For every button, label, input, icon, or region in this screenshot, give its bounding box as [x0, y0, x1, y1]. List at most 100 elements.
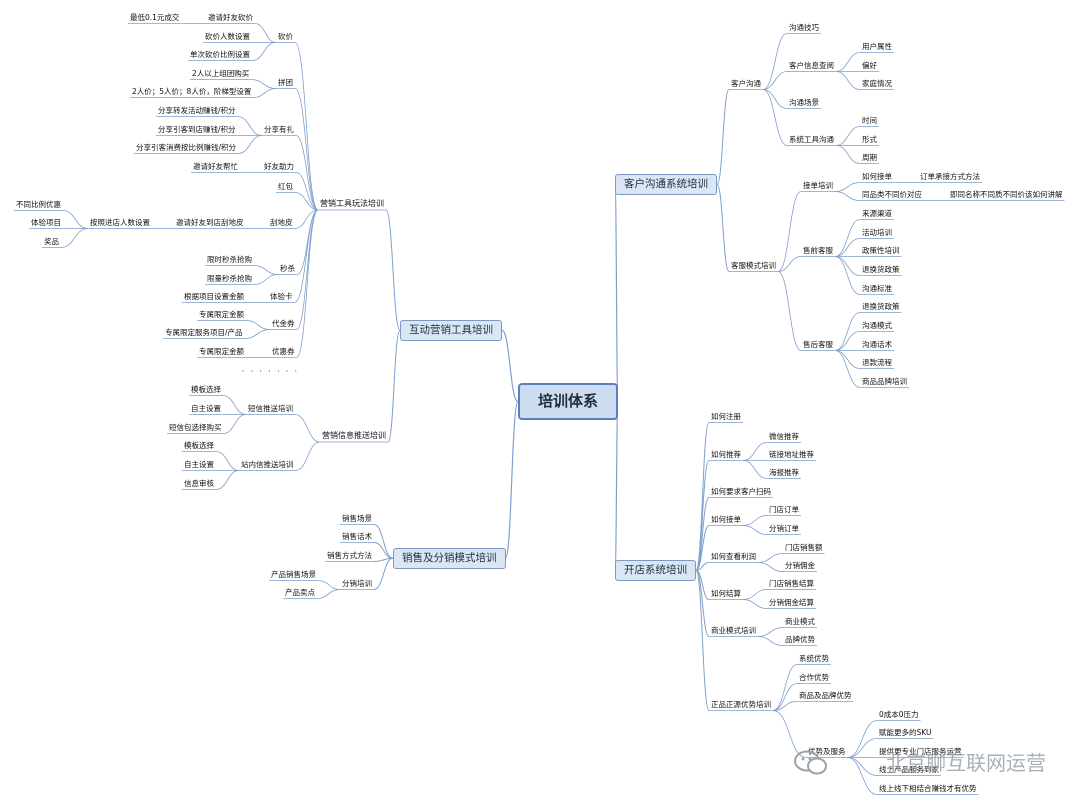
service-more-sku[interactable]: 赋能更多的SKU — [879, 728, 932, 737]
guadi-experience[interactable]: 体验项目 — [31, 218, 61, 227]
youhui-amount[interactable]: 专属限定金额 — [199, 347, 244, 356]
service-mode-node[interactable]: 客服模式培训 — [731, 261, 776, 270]
comm-system-tool[interactable]: 系统工具沟通 — [789, 135, 834, 144]
store-profit[interactable]: 如何查看利润 — [711, 552, 756, 561]
comm-scene[interactable]: 沟通场景 — [789, 98, 819, 107]
store-register[interactable]: 如何注册 — [711, 412, 741, 421]
sms-template[interactable]: 模板选择 — [191, 385, 221, 394]
customer-comm-node[interactable]: 客户沟通 — [731, 79, 761, 88]
presale-activity[interactable]: 活动培训 — [862, 228, 892, 237]
comm-info-query[interactable]: 客户信息查阅 — [789, 61, 834, 70]
sales-script[interactable]: 销售话术 — [342, 532, 372, 541]
business-brand[interactable]: 品牌优势 — [785, 635, 815, 644]
aftersale-refund[interactable]: 退款流程 — [862, 358, 892, 367]
service-store-ops[interactable]: 提供更专业门店服务运营 — [879, 747, 962, 756]
sales-method[interactable]: 销售方式方法 — [327, 551, 372, 560]
share-node[interactable]: 分享有礼 — [264, 125, 294, 134]
adv-system[interactable]: 系统优势 — [799, 654, 829, 663]
adv-product-brand[interactable]: 商品及品牌优势 — [799, 691, 852, 700]
share-to-store[interactable]: 分享引客到店赚钱/积分 — [158, 125, 236, 134]
order-same-category-detail[interactable]: 即同名称不同质不同价该如何讲解 — [950, 190, 1063, 199]
tool-period[interactable]: 周期 — [862, 153, 877, 162]
adv-service-node[interactable]: 优势及服务 — [808, 747, 846, 756]
comm-skills[interactable]: 沟通技巧 — [789, 23, 819, 32]
sms-node[interactable]: 短信推送培训 — [248, 404, 293, 413]
store-settle[interactable]: 如何结算 — [711, 589, 741, 598]
sms-custom[interactable]: 自主设置 — [191, 404, 221, 413]
presale-return[interactable]: 退换货政策 — [862, 265, 900, 274]
daijin-node[interactable]: 代金券 — [272, 319, 295, 328]
adv-cooperation[interactable]: 合作优势 — [799, 673, 829, 682]
promote-wechat[interactable]: 微信推荐 — [769, 432, 799, 441]
guadi-invite[interactable]: 邀请好友到店刮地皮 — [176, 218, 244, 227]
order-how-detail[interactable]: 订单承接方式方法 — [920, 172, 980, 181]
daijin-service[interactable]: 专属限定服务项目/产品 — [165, 328, 243, 337]
settle-commission[interactable]: 分销佣金结算 — [769, 598, 814, 607]
help-node[interactable]: 好友助力 — [264, 162, 294, 171]
promote-poster[interactable]: 海报推荐 — [769, 468, 799, 477]
dist-selling-point[interactable]: 产品卖点 — [285, 588, 315, 597]
order-how[interactable]: 如何接单 — [862, 172, 892, 181]
pintuan-group[interactable]: 2人以上组团购买 — [192, 69, 250, 78]
root-node[interactable]: 培训体系 — [518, 383, 619, 420]
aftersale-mode[interactable]: 沟通模式 — [862, 321, 892, 330]
inbox-custom[interactable]: 自主设置 — [184, 460, 214, 469]
service-home-delivery[interactable]: 线上产品服务到家 — [879, 765, 939, 774]
promote-link[interactable]: 链接地址推荐 — [769, 450, 814, 459]
branch-store-system[interactable]: 开店系统培训 — [615, 560, 696, 581]
tool-time[interactable]: 时间 — [862, 116, 877, 125]
store-scan[interactable]: 如何要求客户扫码 — [711, 487, 771, 496]
profit-sales[interactable]: 门店销售额 — [785, 543, 823, 552]
store-promote[interactable]: 如何推荐 — [711, 450, 741, 459]
kanjia-node[interactable]: 砍价 — [278, 32, 293, 41]
guadi-node[interactable]: 刮地皮 — [270, 218, 293, 227]
service-zero-cost[interactable]: 0成本0压力 — [879, 710, 919, 719]
aftersale-brand[interactable]: 商品品牌培训 — [862, 377, 907, 386]
settle-sales[interactable]: 门店销售结算 — [769, 579, 814, 588]
share-consume[interactable]: 分享引客消费按比例赚钱/积分 — [136, 143, 237, 152]
kanjia-invite[interactable]: 邀请好友砍价 — [208, 13, 253, 22]
info-user-attr[interactable]: 用户属性 — [862, 42, 892, 51]
guadi-prize[interactable]: 奖品 — [44, 237, 59, 246]
sms-package[interactable]: 短信包选择购买 — [169, 423, 222, 432]
hongbao-node[interactable]: 红包 — [278, 182, 293, 191]
aftersale-node[interactable]: 售后客服 — [803, 340, 833, 349]
marketing-tools-play-training[interactable]: 营销工具玩法培训 — [320, 199, 384, 208]
daijin-amount[interactable]: 专属限定金额 — [199, 310, 244, 319]
info-family[interactable]: 家庭情况 — [862, 79, 892, 88]
tiyanka-amount[interactable]: 根据项目设置金额 — [184, 292, 244, 301]
branch-sales-distribution[interactable]: 销售及分销模式培训 — [393, 548, 506, 569]
service-online-offline[interactable]: 线上线下相结合赚钱才有优势 — [879, 784, 977, 793]
pintuan-node[interactable]: 拼团 — [278, 78, 293, 87]
youhui-node[interactable]: 优惠券 — [272, 347, 295, 356]
order-training[interactable]: 接单培训 — [803, 181, 833, 190]
inbox-review[interactable]: 信息审核 — [184, 479, 214, 488]
business-model[interactable]: 商业模式 — [785, 617, 815, 626]
accept-distribution[interactable]: 分销订单 — [769, 524, 799, 533]
branch-customer-comm[interactable]: 客户沟通系统培训 — [615, 174, 717, 195]
kanjia-min-price[interactable]: 最低0.1元成交 — [130, 13, 180, 22]
message-push-training[interactable]: 营销信息推送培训 — [322, 431, 386, 440]
inbox-node[interactable]: 站内信推送培训 — [241, 460, 294, 469]
miaosha-qty[interactable]: 限量秒杀抢购 — [207, 274, 252, 283]
kanjia-people[interactable]: 砍价人数设置 — [205, 32, 250, 41]
miaosha-time[interactable]: 限时秒杀抢购 — [207, 255, 252, 264]
presale-policy[interactable]: 政策性培训 — [862, 246, 900, 255]
presale-standard[interactable]: 沟通标准 — [862, 284, 892, 293]
distribution-node[interactable]: 分销培训 — [342, 579, 372, 588]
store-accept[interactable]: 如何接单 — [711, 515, 741, 524]
miaosha-node[interactable]: 秒杀 — [280, 264, 295, 273]
tiyanka-node[interactable]: 体验卡 — [270, 292, 293, 301]
branch-marketing-tools-training[interactable]: 互动营销工具培训 — [400, 320, 502, 341]
dist-product-scene[interactable]: 产品销售场景 — [271, 570, 316, 579]
store-business-model[interactable]: 商业模式培训 — [711, 626, 756, 635]
share-forward[interactable]: 分享转发活动赚钱/积分 — [158, 106, 236, 115]
presale-channel[interactable]: 来源渠道 — [862, 209, 892, 218]
guadi-by-people[interactable]: 按照进店人数设置 — [90, 218, 150, 227]
accept-store[interactable]: 门店订单 — [769, 505, 799, 514]
profit-commission[interactable]: 分销佣金 — [785, 561, 815, 570]
pintuan-tiers[interactable]: 2人价；5人价；8人价，阶梯型设置 — [132, 87, 252, 96]
store-advantage[interactable]: 正品正源优势培训 — [711, 700, 771, 709]
help-invite[interactable]: 邀请好友帮忙 — [193, 162, 238, 171]
aftersale-script[interactable]: 沟通话术 — [862, 340, 892, 349]
